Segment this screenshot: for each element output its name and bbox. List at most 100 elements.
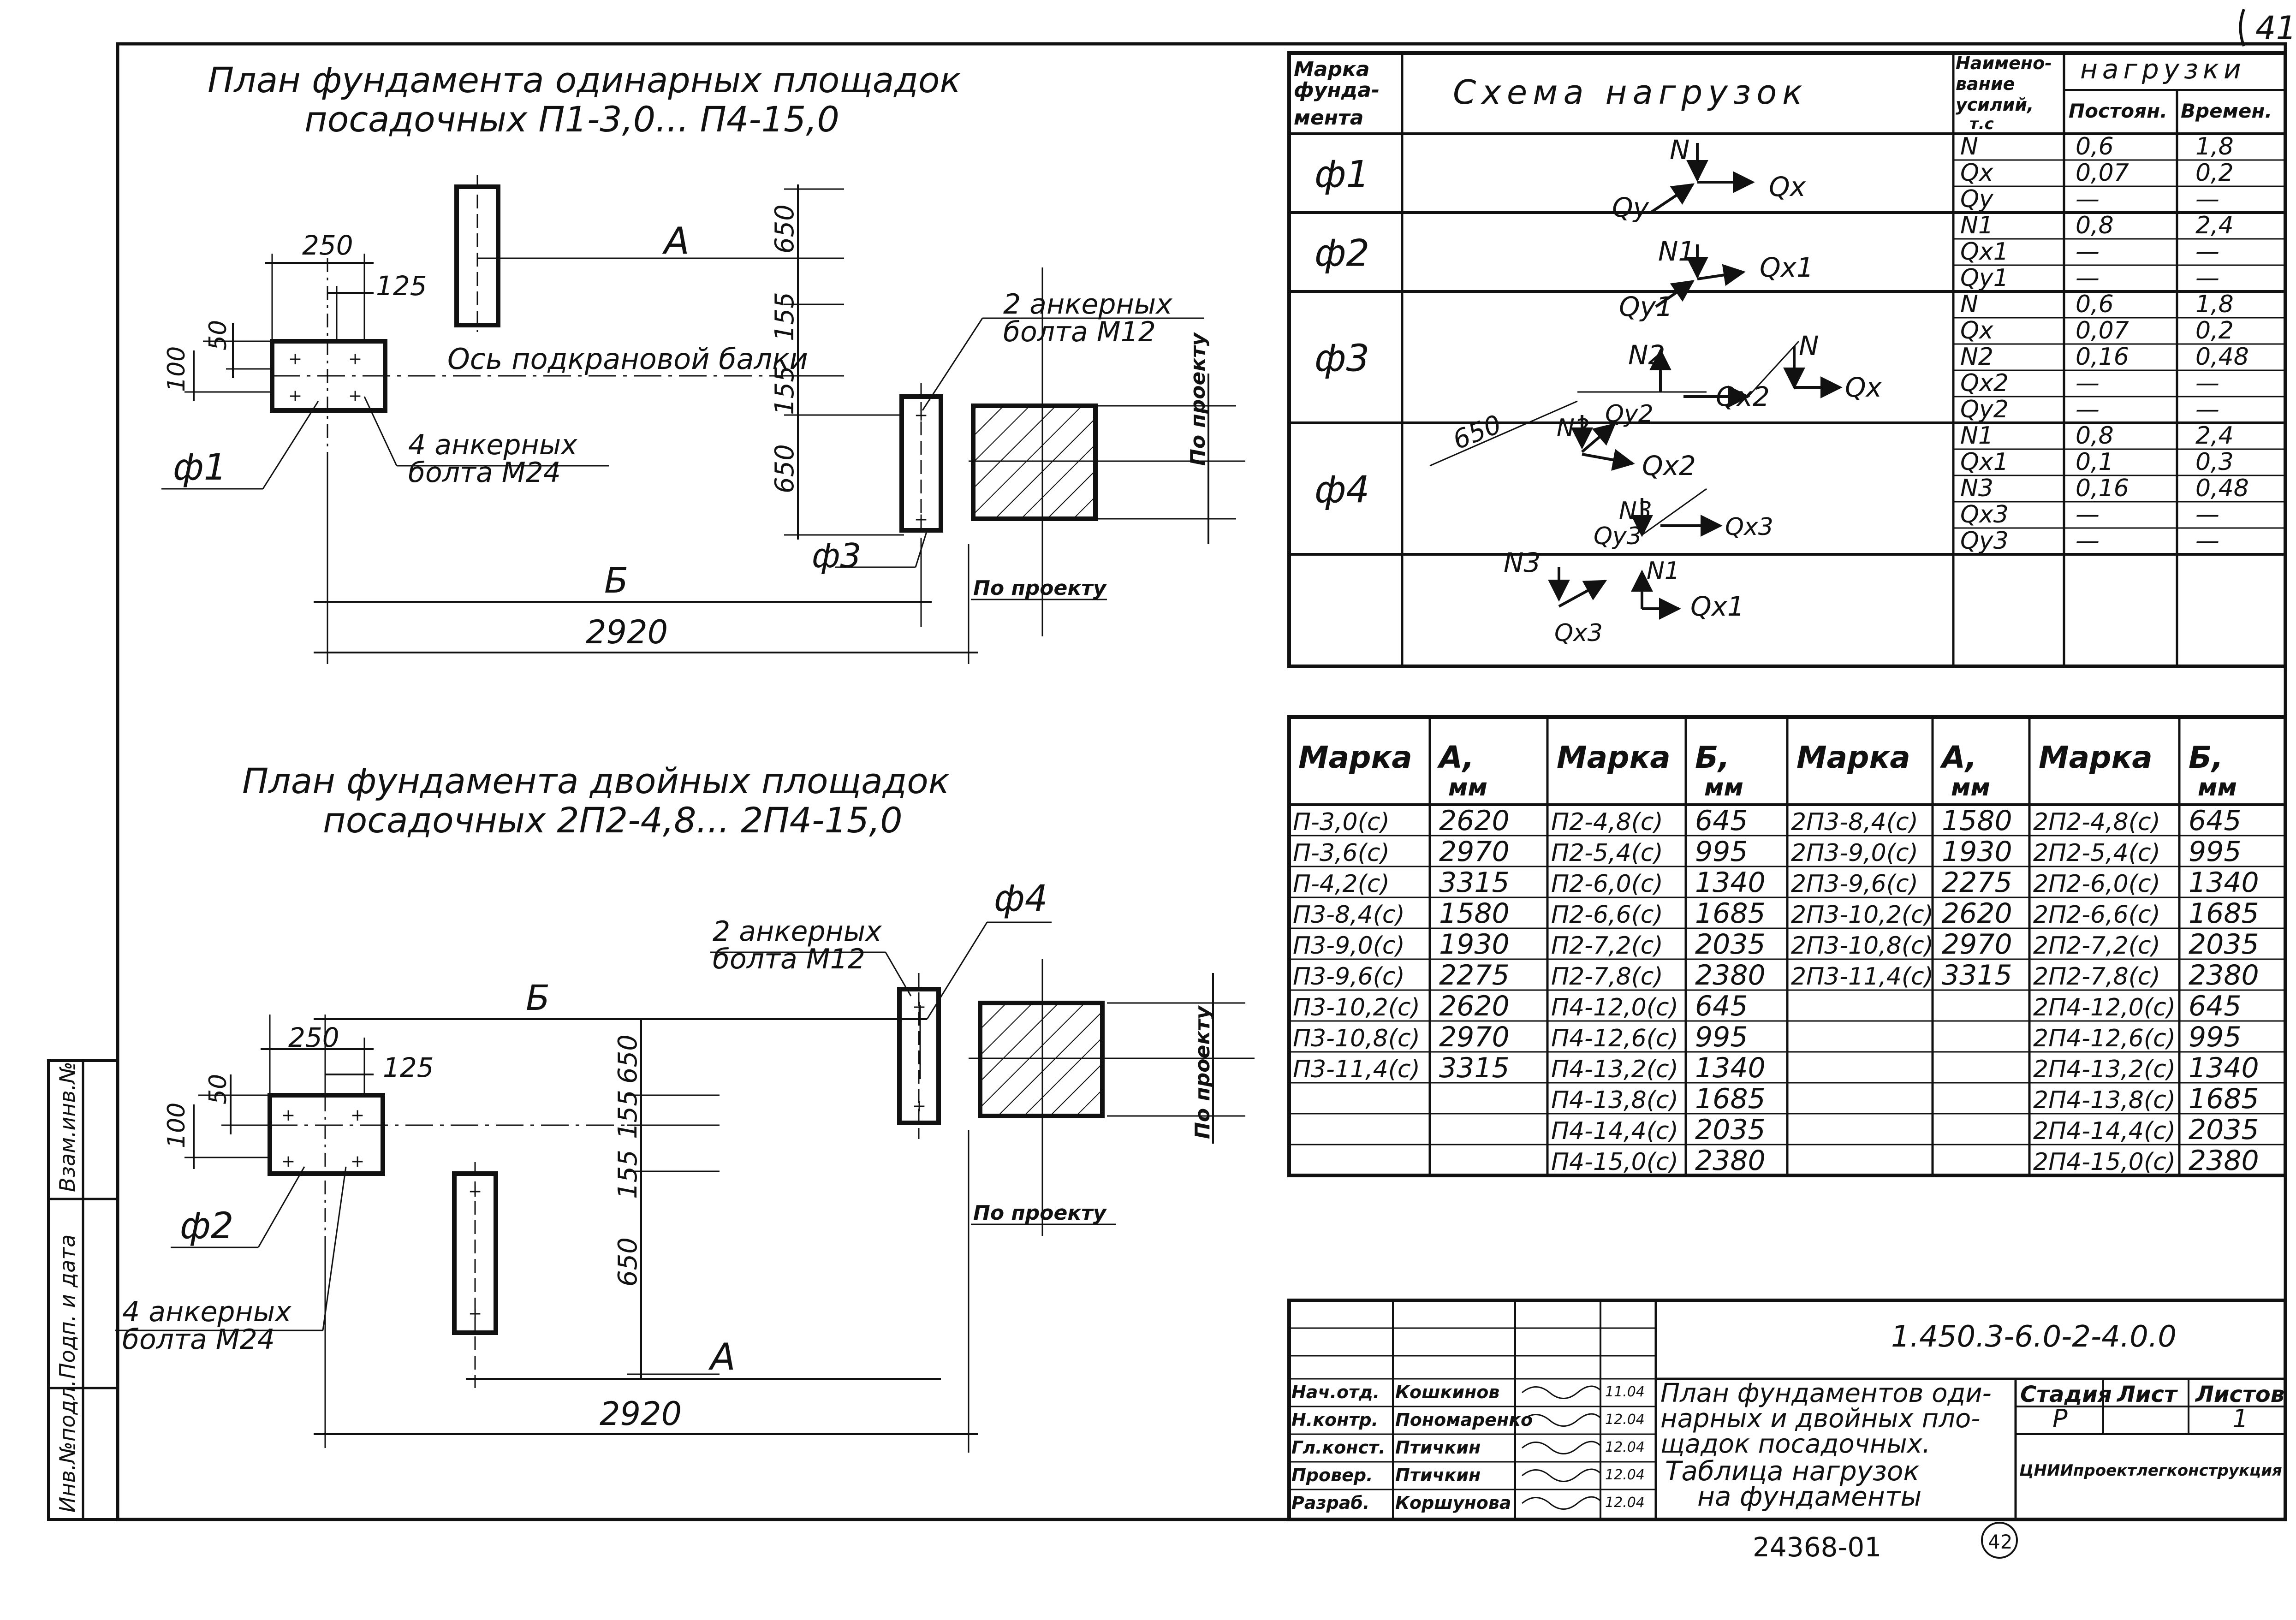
h-name-4: т.с xyxy=(1969,115,1994,133)
scheme-f4-Qy3: Qy3 xyxy=(1594,522,1642,550)
dim-table-cell: 1930 xyxy=(1439,928,1510,961)
dim-table-cell: П3-10,8(с) xyxy=(1293,1025,1420,1052)
load-temp-value: — xyxy=(2195,527,2219,555)
svg-text:+: + xyxy=(281,1152,295,1171)
footing-f2 xyxy=(268,1093,385,1176)
tb-title-1: План фундаментов оди- xyxy=(1660,1378,1992,1408)
load-const-value: 0,6 xyxy=(2076,291,2114,318)
svg-text:+: + xyxy=(351,1106,364,1125)
dim-table-cell: 2970 xyxy=(1942,928,2012,961)
scheme-f4: N3 Qy3 Qx3 N3 N1 Qx1 Qx3 xyxy=(1504,488,1773,647)
load-force-name: N3 xyxy=(1960,475,1993,502)
h-mark-3: мента xyxy=(1294,106,1363,130)
dim-table-cell: 995 xyxy=(2189,836,2242,868)
tb-date: 11.04 xyxy=(1605,1384,1645,1400)
dim-table-cell: 2П2-6,0(с) xyxy=(2033,870,2160,898)
dim-table-cell: П3-8,4(с) xyxy=(1293,901,1405,929)
scheme-f4-N3b: N3 xyxy=(1504,547,1541,578)
dim-table-cell: П-3,6(с) xyxy=(1293,839,1390,867)
tb-role: Н.контр. xyxy=(1291,1410,1378,1430)
dim-table-cell: 2970 xyxy=(1439,1021,1510,1053)
anchor-strip-f4 xyxy=(897,987,941,1125)
dim-table-cell: 995 xyxy=(1695,836,1748,868)
load-const-value: — xyxy=(2076,185,2100,213)
dim-table-header: Марка xyxy=(1557,740,1671,775)
dim-table-cell: П3-9,0(с) xyxy=(1293,932,1405,960)
signature-mark xyxy=(1522,1385,1601,1399)
scheme-f4-N3a: N3 xyxy=(1619,497,1652,525)
dim-table-cell: П3-10,2(с) xyxy=(1293,994,1420,1021)
dim-table-cell: П3-9,6(с) xyxy=(1293,963,1405,991)
svg-text:+: + xyxy=(281,1106,295,1125)
svg-text:+: + xyxy=(914,406,928,425)
dim-table-cell: 2620 xyxy=(1439,805,1510,837)
tb-stage: Р xyxy=(2052,1404,2068,1433)
column-hatched-bottom xyxy=(978,1001,1105,1118)
load-const-value: 0,8 xyxy=(2076,422,2114,450)
bottom-mark: 42 xyxy=(1988,1531,2012,1553)
dim-table-cell: 2П4-15,0(с) xyxy=(2033,1148,2176,1176)
dim-table-cell: 2П4-12,6(с) xyxy=(2033,1025,2176,1052)
po-proektu-vertical: По проекту xyxy=(1186,332,1210,466)
tb-name: Птичкин xyxy=(1395,1465,1481,1485)
dim-table-cell: 2620 xyxy=(1439,990,1510,1022)
load-force-name: N2 xyxy=(1960,343,1993,371)
dim-2920: 2920 xyxy=(600,1395,682,1433)
load-const-value: 0,07 xyxy=(2076,159,2129,187)
tb-role: Нач.отд. xyxy=(1291,1382,1380,1402)
tb-sheets: 1 xyxy=(2232,1404,2248,1433)
dim-table-cell: 1580 xyxy=(1942,805,2012,837)
dim-table-cell: 2275 xyxy=(1942,866,2012,899)
label-A: А xyxy=(708,1335,736,1378)
dim-table-header: Б, xyxy=(2189,740,2223,775)
dim-table-cell: 2П2-7,2(с) xyxy=(2033,932,2160,960)
tb-stage-h: Стадия xyxy=(2020,1382,2112,1407)
dim-650b: 650 xyxy=(613,1237,643,1287)
anchor-m12-1: 2 анкерных xyxy=(1003,288,1172,320)
dim-table-cell: 2380 xyxy=(2189,1145,2259,1177)
dim-table-cell: 2970 xyxy=(1439,836,1510,868)
dim-table-header: Марка xyxy=(2039,740,2153,775)
dim-table-cell: 2П3-11,4(с) xyxy=(1791,963,1933,991)
load-const-value: 0,16 xyxy=(2076,343,2129,371)
dim-table-cell: П2-7,8(с) xyxy=(1551,963,1663,991)
load-force-name: Qx xyxy=(1960,159,1994,187)
bottom-code: 24368-01 xyxy=(1753,1531,1881,1563)
anchor-m12-1: 2 анкерных xyxy=(713,915,882,948)
tb-role: Провер. xyxy=(1291,1465,1373,1485)
dim-table-cell: 1685 xyxy=(2189,1083,2259,1115)
h-loads: нагрузки xyxy=(2080,53,2246,85)
scheme-f3-N2b: N2 xyxy=(1557,414,1590,442)
load-force-name: Qx3 xyxy=(1960,501,2009,528)
dim-table-cell: 1580 xyxy=(1439,897,1510,930)
dim-table-cell: П-4,2(с) xyxy=(1293,870,1390,898)
load-temp-value: 0,3 xyxy=(2195,448,2234,476)
scheme-f3-Qx2a: Qx2 xyxy=(1716,381,1770,412)
dim-table-cell: 2П3-9,6(с) xyxy=(1791,870,1918,898)
signature-mark xyxy=(1522,1441,1601,1454)
dim-table-cell: П2-6,0(с) xyxy=(1551,870,1663,898)
plan-double-title-1: План фундамента двойных площадок xyxy=(242,760,950,801)
signature-mark xyxy=(1522,1496,1601,1510)
load-group-mark: ф4 xyxy=(1315,469,1369,511)
load-const-value: — xyxy=(2076,264,2100,292)
dim-table-cell: 2П2-4,8(с) xyxy=(2033,808,2160,836)
dim-table-cell: П4-12,6(с) xyxy=(1551,1025,1678,1052)
load-const-value: 0,07 xyxy=(2076,317,2129,344)
scheme-f3-Qy2: Qy2 xyxy=(1605,400,1654,428)
svg-text:+: + xyxy=(912,1097,926,1116)
load-const-value: — xyxy=(2076,238,2100,266)
scheme-f1-Qx: Qx xyxy=(1769,171,1806,202)
h-mark-2: фунда- xyxy=(1294,78,1380,102)
dim-table-header: А, xyxy=(1939,740,1977,775)
load-temp-value: — xyxy=(2195,396,2219,423)
dim-table-cell: 2П2-6,6(с) xyxy=(2033,901,2160,929)
dim-table-unit: мм xyxy=(1951,774,1990,801)
dim-table-header: Марка xyxy=(1796,740,1910,775)
load-temp-value: 2,4 xyxy=(2195,422,2234,450)
svg-text:+: + xyxy=(348,386,362,405)
scheme-f3-N: N xyxy=(1799,330,1819,362)
scheme-f4-Qx3a: Qx3 xyxy=(1725,513,1773,541)
scheme-f4-Qx3b: Qx3 xyxy=(1554,619,1603,647)
